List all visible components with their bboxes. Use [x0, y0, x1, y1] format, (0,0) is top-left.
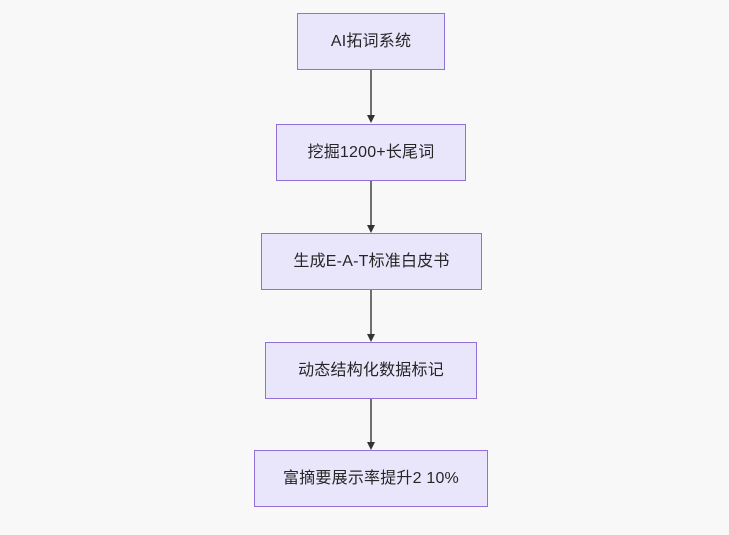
flow-edge-3-4	[370, 290, 372, 334]
flow-node-generate-eat-whitepaper[interactable]: 生成E-A-T标准白皮书	[261, 233, 482, 290]
flow-node-mine-longtail-keywords[interactable]: 挖掘1200+长尾词	[276, 124, 466, 181]
flow-node-rich-snippet-impression-uplift[interactable]: 富摘要展示率提升2 10%	[254, 450, 488, 507]
flow-edge-4-5	[370, 399, 372, 442]
flow-node-label: AI拓词系统	[330, 32, 412, 50]
flow-node-label: 挖掘1200+长尾词	[307, 143, 435, 161]
arrowhead-icon-1-2	[366, 115, 375, 123]
arrowhead-icon-2-3	[366, 225, 375, 233]
flow-node-label: 生成E-A-T标准白皮书	[293, 252, 450, 270]
flow-edge-1-2	[370, 70, 372, 115]
flow-node-ai-keyword-system[interactable]: AI拓词系统	[297, 13, 445, 70]
flow-node-dynamic-structured-data-markup[interactable]: 动态结构化数据标记	[265, 342, 477, 399]
arrowhead-icon-3-4	[366, 334, 375, 342]
flow-node-label: 动态结构化数据标记	[298, 361, 444, 379]
arrowhead-icon-4-5	[366, 442, 375, 450]
flow-node-label: 富摘要展示率提升2 10%	[283, 469, 459, 487]
flow-edge-2-3	[370, 181, 372, 225]
